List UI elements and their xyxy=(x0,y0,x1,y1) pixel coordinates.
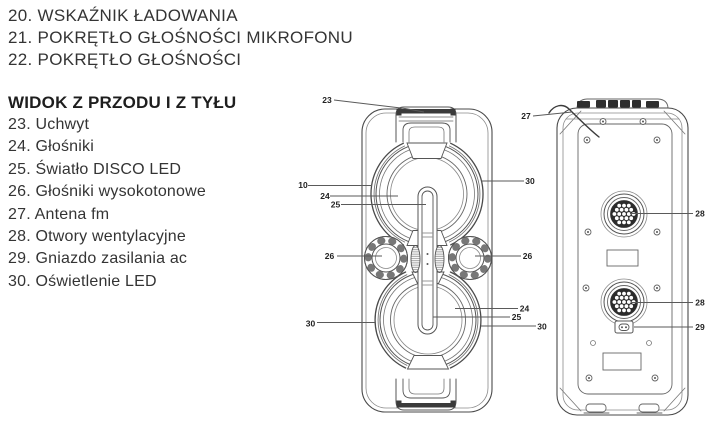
callout-tweeter-right: 26 xyxy=(523,251,533,261)
list-item: 22. POKRĘTŁO GŁOŚNOŚCI xyxy=(8,50,242,69)
tweeter-left xyxy=(365,237,408,280)
handle-slots xyxy=(577,100,659,108)
callout-led-bottom-right: 30 xyxy=(537,322,547,332)
list-item: 21. POKRĘTŁO GŁOŚNOŚCI MIKROFONU xyxy=(8,28,353,47)
callout-led-top-left: 10 xyxy=(298,180,308,190)
callout-handle: 23 xyxy=(322,95,332,105)
section-heading: WIDOK Z PRZODU I Z TYŁU xyxy=(8,93,237,112)
list-item: 28. Otwory wentylacyjne xyxy=(8,228,187,246)
callout-led-bottom-left: 30 xyxy=(306,319,316,329)
parts-list: 23. Uchwyt 24. Głośniki 25. Światło DISC… xyxy=(8,114,206,293)
power-socket xyxy=(614,320,634,334)
back-view-diagram xyxy=(548,98,689,416)
callout-speaker-bottom: 24 xyxy=(520,304,530,314)
callout-tweeter-left: 26 xyxy=(325,251,335,261)
list-item: 23. Uchwyt xyxy=(8,116,90,133)
list-item: 29. Gniazdo zasilania ac xyxy=(8,250,188,268)
tweeter-right xyxy=(449,237,492,280)
callout-disco-bottom: 25 xyxy=(512,312,522,322)
vent-grille-bottom xyxy=(600,278,648,326)
callout-antenna: 27 xyxy=(521,111,531,121)
bottom-handle xyxy=(395,378,457,411)
callout-labels: 23 10 24 25 30 26 26 30 24 25 30 27 28 2… xyxy=(298,95,705,332)
feet xyxy=(583,403,663,414)
center-light-bar xyxy=(410,186,445,335)
label-plate-upper xyxy=(606,249,639,267)
list-item: 25. Światło DISCO LED xyxy=(8,160,182,178)
vent-grille-top xyxy=(600,190,648,238)
fm-antenna-wire xyxy=(548,104,600,138)
top-handle xyxy=(395,106,457,143)
list-item: 24. Głośniki xyxy=(8,138,94,156)
front-view-diagram xyxy=(362,106,492,413)
back-panel xyxy=(577,123,673,395)
callout-speaker-top: 24 xyxy=(320,191,330,201)
callout-power: 29 xyxy=(695,322,705,332)
callout-disco-top: 25 xyxy=(331,200,341,210)
controls-list: 20. WSKAŹNIK ŁADOWANIA 21. POKRĘTŁO GŁOŚ… xyxy=(8,5,353,71)
list-item: 27. Antena fm xyxy=(8,205,110,223)
label-plate-lower xyxy=(602,352,642,371)
list-item: 20. WSKAŹNIK ŁADOWANIA xyxy=(8,6,238,25)
callout-vent-top: 28 xyxy=(695,209,705,219)
leader-lines xyxy=(308,99,693,328)
callout-vent-bottom: 28 xyxy=(695,298,705,308)
volume-knob-left xyxy=(410,245,421,273)
callout-led-top-right: 30 xyxy=(525,176,535,186)
list-item: 30. Oświetlenie LED xyxy=(8,272,157,290)
list-item: 26. Głośniki wysokotonowe xyxy=(8,183,206,201)
back-cabinet-outline xyxy=(556,107,689,416)
volume-knob-right xyxy=(434,245,445,273)
